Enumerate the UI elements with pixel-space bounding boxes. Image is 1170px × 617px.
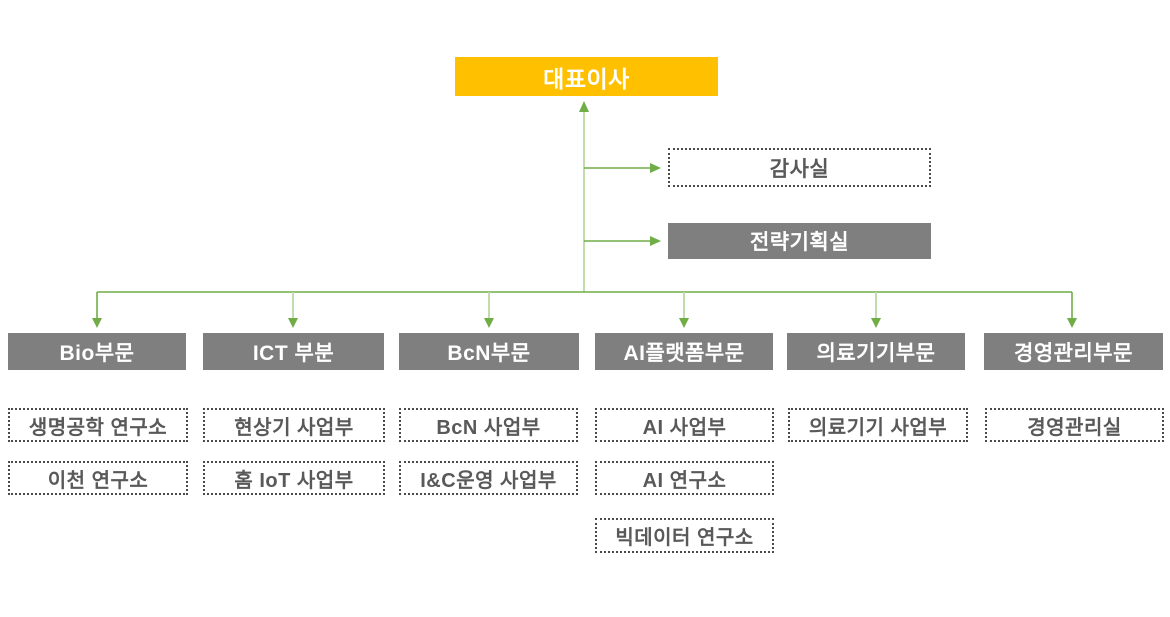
unit-box-bcn-business: BcN 사업부 bbox=[399, 408, 578, 442]
arrowhead-up-ceo bbox=[579, 101, 589, 112]
arrowhead-down-medical bbox=[871, 318, 881, 328]
division-box-ai-platform: AI플랫폼부문 bbox=[595, 333, 773, 370]
unit-box-home-iot: 홈 IoT 사업부 bbox=[203, 461, 385, 495]
unit-box-hyunsanggi: 현상기 사업부 bbox=[203, 408, 385, 442]
arrowhead-down-ict bbox=[288, 318, 298, 328]
audit-office-box: 감사실 bbox=[668, 148, 931, 187]
division-box-ict: ICT 부분 bbox=[203, 333, 384, 370]
unit-box-ai-business: AI 사업부 bbox=[595, 408, 774, 442]
arrowhead-down-mgmt bbox=[1067, 318, 1077, 328]
arrowhead-down-bio bbox=[92, 318, 102, 328]
division-box-bio: Bio부문 bbox=[8, 333, 186, 370]
division-box-medical-device: 의료기기부문 bbox=[787, 333, 965, 370]
arrowhead-right-strategy bbox=[650, 236, 661, 246]
unit-box-bio-research: 생명공학 연구소 bbox=[8, 408, 188, 442]
division-box-bcn: BcN부문 bbox=[399, 333, 579, 370]
division-box-management: 경영관리부문 bbox=[984, 333, 1163, 370]
arrowhead-right-audit bbox=[650, 163, 661, 173]
arrowhead-down-ai bbox=[679, 318, 689, 328]
unit-box-bigdata-lab: 빅데이터 연구소 bbox=[595, 518, 774, 553]
arrowhead-down-bcn bbox=[484, 318, 494, 328]
unit-box-medical-business: 의료기기 사업부 bbox=[788, 408, 968, 442]
unit-box-icheon-lab: 이천 연구소 bbox=[8, 461, 188, 495]
unit-box-management-office: 경영관리실 bbox=[985, 408, 1164, 442]
strategy-office-box: 전략기획실 bbox=[668, 223, 931, 259]
unit-box-inc-operation: I&C운영 사업부 bbox=[399, 461, 578, 495]
unit-box-ai-lab: AI 연구소 bbox=[595, 461, 774, 495]
ceo-box: 대표이사 bbox=[455, 57, 718, 96]
